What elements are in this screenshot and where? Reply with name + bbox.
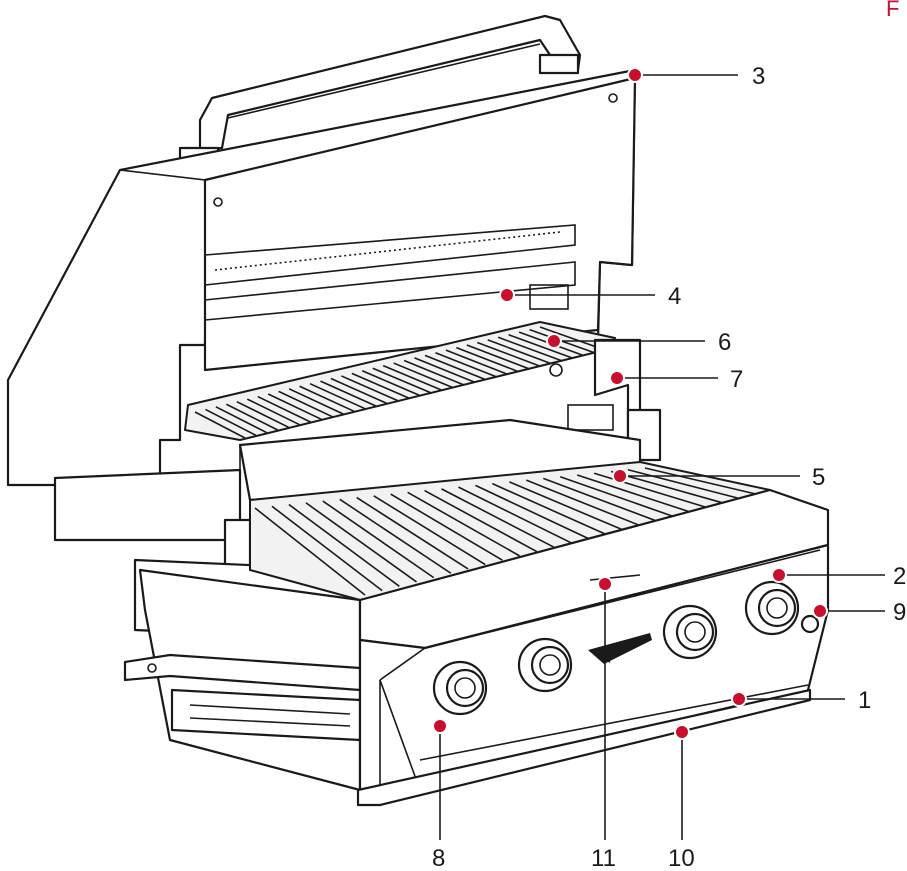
callout-7: 7 <box>609 366 743 393</box>
callout-label: 11 <box>591 845 616 871</box>
rack-bar <box>487 339 551 365</box>
grate-bar <box>271 505 383 592</box>
rack-bar <box>341 375 399 402</box>
rack-bar <box>320 380 377 407</box>
rack-bar <box>508 333 573 359</box>
control-knobs <box>432 580 820 716</box>
callout-8: 8 <box>432 718 448 871</box>
rack-bar <box>456 346 519 373</box>
grate-bar <box>644 467 761 496</box>
rack-bar <box>309 382 366 410</box>
rack-bar <box>476 341 540 367</box>
rack-bar <box>236 400 289 429</box>
rack-bar <box>226 403 279 431</box>
grate-bar <box>322 500 435 579</box>
rack-bar <box>299 385 355 413</box>
callout-label: 3 <box>752 63 765 90</box>
grate-bar <box>475 484 589 540</box>
rack-bar <box>351 372 409 399</box>
rack-bar <box>403 359 464 386</box>
hood <box>6 68 637 487</box>
warming-rack <box>184 321 616 441</box>
rack-bar <box>215 406 268 434</box>
callout-label: 4 <box>668 283 681 310</box>
rack-bar <box>382 364 442 391</box>
grate-bar <box>305 502 417 583</box>
rack-bar <box>330 377 388 405</box>
rack-bar <box>497 336 562 362</box>
callout-label: 7 <box>730 366 743 393</box>
callout-label: 1 <box>858 687 871 714</box>
rack-bar <box>393 362 453 389</box>
rack-bar <box>435 352 497 378</box>
callout-4: 4 <box>499 283 681 310</box>
grate-bar <box>576 474 692 514</box>
rack-bar <box>205 408 257 437</box>
callout-3: 3 <box>627 63 765 90</box>
lower-chassis <box>123 568 362 792</box>
callout-1: 1 <box>731 687 871 714</box>
corner-mark: F <box>886 0 899 21</box>
rack-bar <box>445 349 508 375</box>
callout-label: 9 <box>893 599 906 626</box>
callout-2: 2 <box>771 563 906 590</box>
grate-bar <box>373 495 486 566</box>
rack-bar <box>466 344 529 370</box>
rack-bar <box>361 370 420 397</box>
grate-bar <box>526 479 641 527</box>
knob-4[interactable] <box>744 580 800 636</box>
grate-bar <box>509 481 623 531</box>
grate-bar <box>492 482 606 535</box>
rack-bar <box>288 388 344 415</box>
callout-6: 6 <box>546 329 731 356</box>
grate-bar <box>407 491 520 557</box>
rack-bar <box>424 354 486 381</box>
rack-bar <box>414 357 475 383</box>
callout-10: 10 <box>668 724 695 871</box>
knob-2[interactable] <box>517 637 573 693</box>
grate-bar <box>627 468 744 501</box>
grate-bar <box>254 507 366 596</box>
brand-badge <box>588 633 652 664</box>
rack-bar <box>194 411 246 439</box>
knob-3[interactable] <box>662 604 718 660</box>
grate-bar <box>390 493 503 561</box>
callout-11: 11 <box>591 576 616 871</box>
rack-bar <box>257 395 311 423</box>
grate-bar <box>610 470 726 505</box>
callout-label: 10 <box>668 845 695 871</box>
grate-bar <box>356 496 469 570</box>
grate-bar <box>559 475 675 518</box>
rack-bar <box>372 367 431 394</box>
callout-label: 2 <box>893 563 906 590</box>
grate-bar <box>458 486 572 544</box>
grate-bar <box>542 477 658 522</box>
callout-label: 5 <box>812 464 825 491</box>
rack-bar <box>246 398 300 426</box>
ignition-button[interactable] <box>800 614 820 634</box>
grill-illustration <box>6 14 830 807</box>
grate-bar <box>441 488 555 548</box>
callout-9: 9 <box>812 599 906 626</box>
control-panel <box>356 488 830 807</box>
callout-5: 5 <box>612 464 825 491</box>
callout-label: 6 <box>718 329 731 356</box>
grate-bar <box>288 503 400 587</box>
callout-label: 8 <box>432 845 445 871</box>
rack-bar <box>267 393 322 421</box>
grate-bar <box>339 498 452 574</box>
callouts: 3 4 6 7 5 2 9 <box>432 63 906 871</box>
rack-bar <box>278 390 333 418</box>
grate-bar <box>424 489 538 553</box>
knob-1[interactable] <box>432 660 488 716</box>
